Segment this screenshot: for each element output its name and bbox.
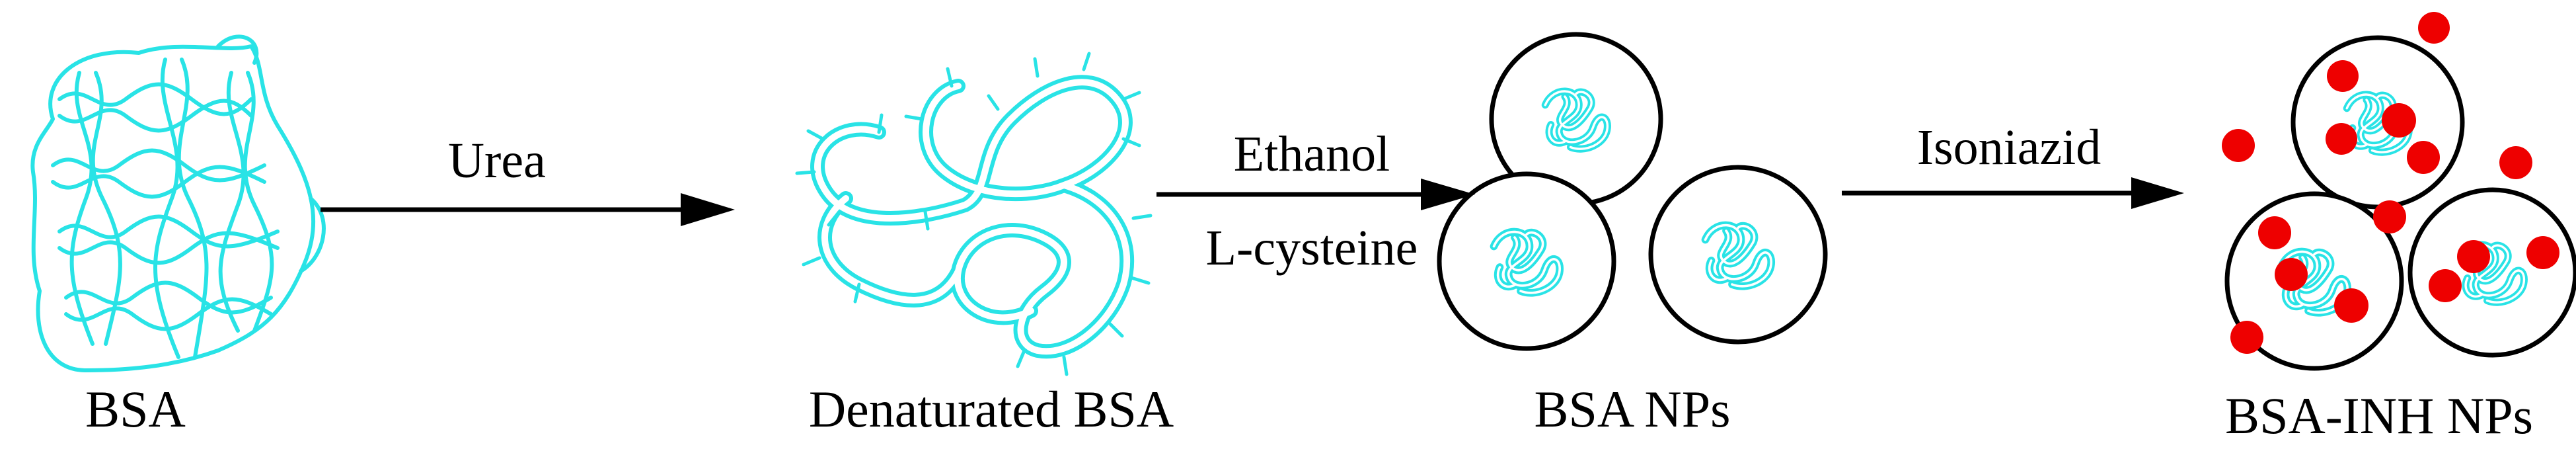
step-label-urea: Urea — [448, 133, 546, 188]
bsa-inh-nps-icon — [2222, 12, 2576, 371]
stage-label-bsa: BSA — [85, 380, 186, 438]
step-label-isoniazid: Isoniazid — [1917, 120, 2102, 175]
step-label-ethanol: Ethanol — [1234, 126, 1390, 182]
arrow-urea — [321, 193, 735, 226]
bsa-protein-icon — [30, 34, 326, 372]
isoniazid-drug-dots — [2222, 12, 2559, 354]
stage-label-bsa-nps: BSA NPs — [1534, 380, 1731, 438]
step-label-l-cysteine: L-cysteine — [1206, 220, 1418, 276]
stage-label-denatured-bsa: Denaturated BSA — [809, 380, 1174, 438]
denatured-bsa-icon — [795, 52, 1153, 376]
bsa-nps-icon — [1437, 32, 1828, 351]
arrow-ethanol — [1156, 179, 1475, 210]
arrow-isoniazid — [1842, 177, 2184, 209]
stage-label-bsa-inh-nps: BSA-INH NPs — [2225, 387, 2533, 444]
